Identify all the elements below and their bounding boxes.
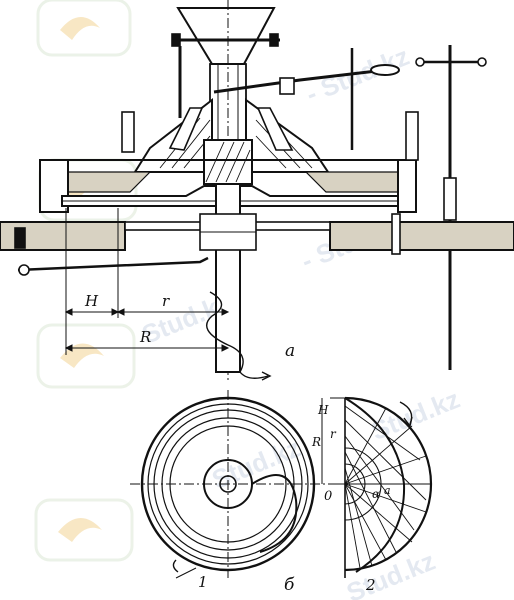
watermark-text: Stud.kz [342,545,439,600]
housing-window [256,107,294,151]
casing-ring-right [397,159,417,213]
figure-a-caption: а [285,341,295,361]
bolt [14,111,419,255]
watermark-text: - Stud.kz [302,41,414,109]
involute-construction [321,396,433,578]
figure-b-caption: б [284,575,295,595]
label-H: H [317,403,329,417]
housing-right [245,98,330,173]
dim-r-label: r [162,292,170,310]
adjust-lever [213,68,386,94]
label-R: R [311,435,321,449]
figure-b-plan [130,390,330,579]
dim-R-label: R [139,328,151,346]
item-1-label: 1 [198,573,208,591]
watermark-text: Stud.kz [208,432,305,494]
label-O: 0 [324,489,332,504]
watermark-logo [36,0,132,57]
angle-alpha-label: α [372,487,380,501]
base-plate-right [329,221,514,251]
disk-outer-circle [140,396,316,572]
dim-a-label: a [384,484,391,497]
drive-shaft [215,183,241,373]
dim-H-label: H [84,292,99,310]
watermark-text: Stud.kz [367,384,464,446]
housing-window [168,107,204,151]
figure-a-section [0,0,514,381]
label-r: r [330,427,337,441]
watermark-logo [36,323,136,389]
scraper-curve [251,474,298,553]
item-2-label: 2 [365,576,376,594]
hopper-funnel [176,7,276,65]
involute-curve [344,397,406,573]
construction-rays [344,405,431,569]
shaft-rotation-arrow [206,291,269,379]
watermark-logo [34,498,134,562]
material-layer [304,171,401,193]
dimension-lines [64,208,230,355]
scraper-bar [17,256,209,272]
